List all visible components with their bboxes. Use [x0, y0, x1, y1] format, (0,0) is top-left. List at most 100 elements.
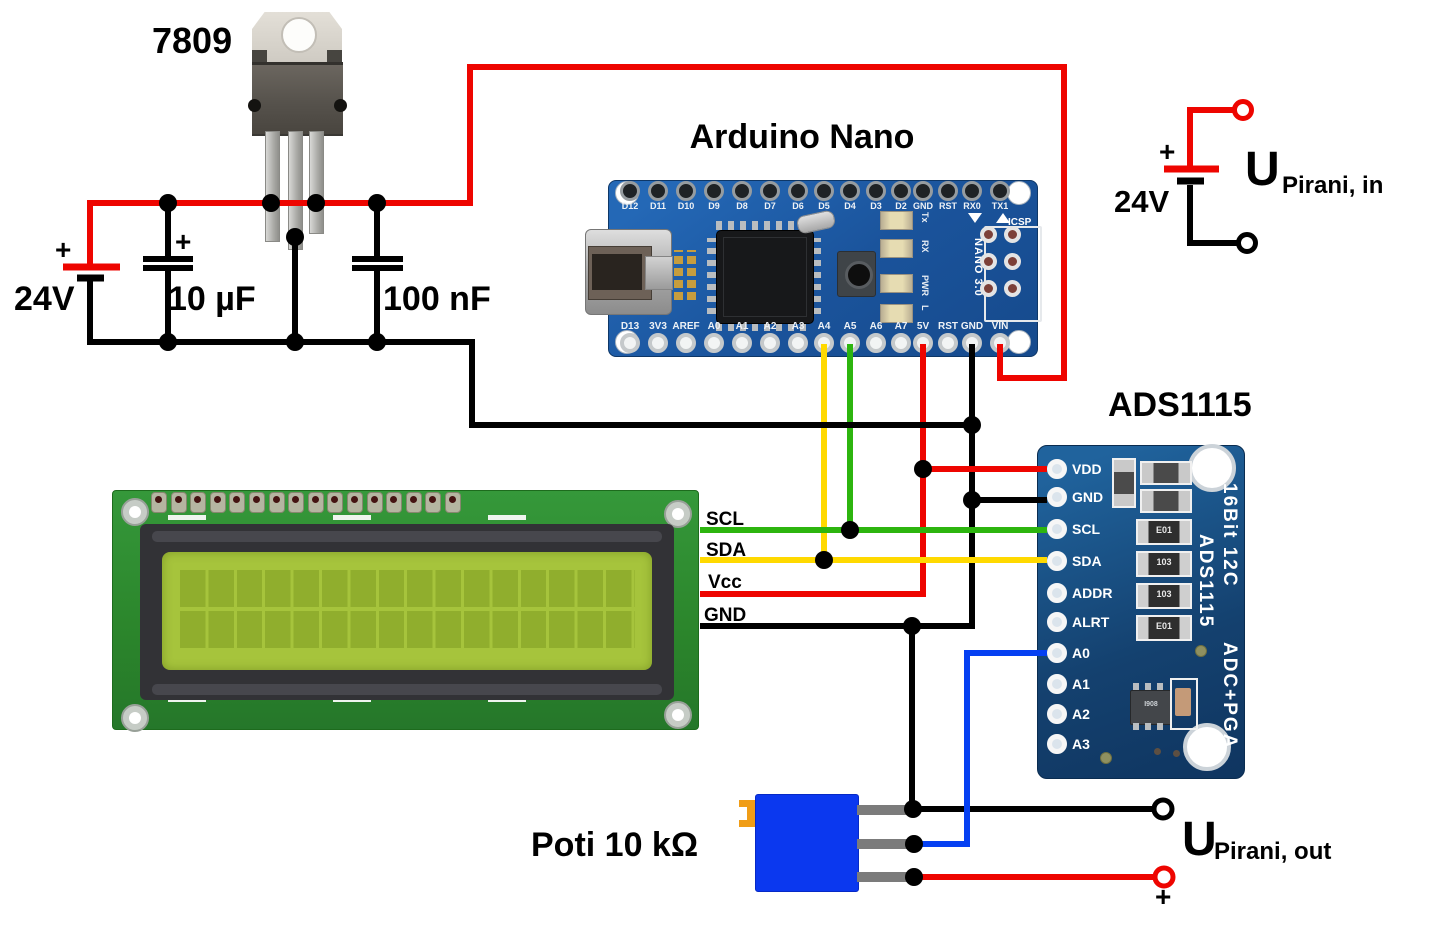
supply-right-label: 24V — [1114, 184, 1170, 219]
arduino-top-pin-label: RST — [939, 201, 957, 211]
ads-pin-label: ADDR — [1072, 585, 1113, 601]
arduino-title: Arduino Nano — [689, 118, 915, 156]
arduino-bottom-pin-label: AREF — [672, 321, 700, 332]
arduino-bottom-pin-hole — [760, 333, 780, 353]
ads-pin-hole — [1047, 643, 1067, 663]
arduino-top-pin-hole — [788, 181, 808, 201]
smd-resistor: 103 — [1136, 551, 1192, 577]
regulator-leg-output — [309, 131, 324, 234]
smd-component — [1112, 458, 1136, 508]
supply-left-label: 24V — [14, 280, 75, 318]
arduino-bottom-pin-hole — [814, 333, 834, 353]
smd-resistor: E01 — [1136, 519, 1192, 545]
battery-left-plus: + — [55, 234, 72, 265]
bus-label-gnd: GND — [704, 605, 747, 626]
ads-pin-hole — [1047, 487, 1067, 507]
arduino-top-pin-hole — [990, 181, 1010, 201]
ads-pin-label: GND — [1072, 489, 1104, 505]
lcd-mount-hole — [664, 500, 692, 528]
regulator-label: 7809 — [152, 20, 233, 61]
arduino-top-pin-hole — [620, 181, 640, 201]
lcd-pin-pad — [425, 492, 442, 513]
lcd-pin-pad — [190, 492, 207, 513]
smd-resistor-label: E01 — [1155, 621, 1172, 631]
arduino-bottom-pin-label: 3V3 — [649, 321, 667, 332]
atmega-chip — [716, 230, 814, 324]
arduino-top-pin-hole — [704, 181, 724, 201]
lcd-silk-mark — [333, 515, 371, 520]
lcd-pin-pad — [386, 492, 403, 513]
ads-title: ADS1115 — [1108, 386, 1252, 424]
arduino-bottom-pin-hole — [891, 333, 911, 353]
regulator-7809-body — [252, 62, 343, 136]
smd-resistor: E01 — [1136, 615, 1192, 641]
led-label: Tx — [920, 212, 930, 223]
lcd-bezel-stripe — [152, 684, 662, 695]
ads-pin-label: A1 — [1072, 676, 1090, 692]
regulator-7809-tab-hole — [281, 17, 317, 53]
arduino-bottom-pin-label: VIN — [991, 321, 1009, 332]
arduino-bottom-pin-hole — [788, 333, 808, 353]
arduino-corner-hole — [1007, 330, 1031, 354]
icsp-pin — [980, 280, 997, 297]
lcd-pin-pad — [268, 492, 285, 513]
cap2-label: 100 nF — [383, 280, 491, 318]
arduino-bottom-pin-hole — [938, 333, 958, 353]
arduino-bottom-pin-hole — [648, 333, 668, 353]
smd-resistor-label: E01 — [1155, 525, 1172, 535]
arduino-bottom-pin-hole — [866, 333, 886, 353]
lcd-silk-mark — [488, 515, 526, 520]
arduino-top-pin-label: D10 — [677, 201, 695, 211]
lcd-pin-pad — [366, 492, 383, 513]
ads-pin-hole — [1047, 551, 1067, 571]
bus-label-vcc: Vcc — [708, 572, 742, 593]
lcd-silk-mark — [168, 515, 206, 520]
ads-pin-label: A3 — [1072, 736, 1090, 752]
status-led — [880, 239, 913, 258]
regulator-side-hole — [248, 99, 261, 112]
bus-label-sda: SDA — [706, 540, 747, 561]
ads-mount-hole — [1183, 723, 1231, 771]
poti-body — [755, 794, 859, 892]
ads-pin-hole — [1047, 612, 1067, 632]
ads-side-text-mid: ADS1115 — [1195, 534, 1216, 629]
icsp-pin — [980, 226, 997, 243]
ads-ic-pins — [1133, 683, 1167, 690]
arduino-top-pin-hole — [938, 181, 958, 201]
battery-right-plus: + — [1159, 136, 1176, 167]
arduino-bottom-pin-label: A0 — [707, 321, 721, 332]
lcd-mount-hole — [664, 701, 692, 729]
arduino-top-pin-hole — [676, 181, 696, 201]
cap1-label: 10 µF — [168, 280, 256, 318]
arduino-top-pin-label: D4 — [844, 201, 856, 211]
arduino-corner-hole — [1007, 181, 1031, 205]
arduino-top-pin-label: TX1 — [991, 201, 1009, 211]
arduino-top-pin-label: D11 — [649, 201, 667, 211]
arduino-top-pin-label: D6 — [792, 201, 804, 211]
arduino-bottom-pin-hole — [913, 333, 933, 353]
ads-side-text-bottom: ADC+PGA — [1219, 642, 1240, 750]
arduino-top-pin-label: GND — [913, 201, 933, 211]
pcb-via — [1100, 752, 1112, 764]
ads-pin-label: SCL — [1072, 521, 1100, 537]
lcd-pin-pad — [229, 492, 246, 513]
icsp-pin — [1004, 253, 1021, 270]
pcb-via — [1195, 645, 1207, 657]
arduino-top-pin-label: D9 — [708, 201, 720, 211]
led-label: PWR — [920, 275, 930, 296]
arduino-bottom-pin-hole — [620, 333, 640, 353]
usb-solder-pads — [687, 250, 696, 300]
smd-resistor-label: 103 — [1156, 589, 1172, 599]
regulator-notch — [327, 50, 342, 62]
regulator-leg-input — [265, 131, 280, 242]
bus-label-scl: SCL — [706, 509, 744, 530]
arduino-bottom-pin-label: A4 — [817, 321, 831, 332]
status-led — [880, 274, 913, 293]
arduino-top-pin-hole — [732, 181, 752, 201]
smd-outline-box — [1170, 678, 1198, 730]
arduino-bottom-pin-hole — [840, 333, 860, 353]
led-label: RX — [920, 240, 930, 253]
ads-pin-label: A0 — [1072, 645, 1090, 661]
ads-pin-hole — [1047, 583, 1067, 603]
